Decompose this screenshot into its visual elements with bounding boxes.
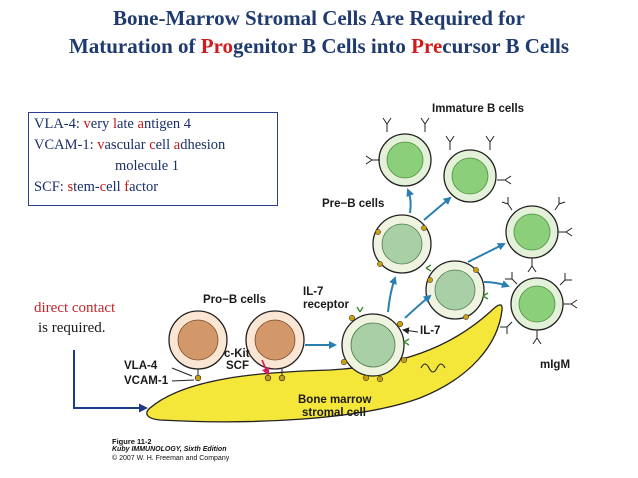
il7-leader bbox=[402, 327, 419, 335]
label-vcam1: VCAM-1 bbox=[124, 375, 169, 387]
caption-figure: Figure 11-2 bbox=[112, 437, 152, 446]
legend-letter: a bbox=[173, 137, 181, 153]
pro-b-cell-1 bbox=[168, 310, 228, 382]
legend-text: SCF: bbox=[34, 179, 68, 195]
migm-receptors bbox=[365, 117, 578, 345]
vla4-leader bbox=[171, 367, 193, 377]
label-vla4: VLA-4 bbox=[124, 360, 158, 372]
legend-letter: v bbox=[97, 137, 105, 153]
differentiation-arrows bbox=[304, 188, 510, 349]
legend-vcam1: VCAM-1: vascular cell adhesion bbox=[34, 137, 225, 154]
label-scf: SCF bbox=[226, 360, 249, 372]
legend-text: VLA-4: bbox=[34, 116, 84, 132]
contact-arrow bbox=[73, 350, 148, 413]
legend-text: actor bbox=[129, 179, 159, 195]
label-stromal-1: Bone marrow bbox=[298, 394, 372, 406]
pre-b-cell-stromal bbox=[340, 313, 408, 383]
legend-scf: SCF: stem-cell factor bbox=[34, 179, 158, 196]
title-line-2: Maturation of Progenitor B Cells into Pr… bbox=[0, 34, 638, 59]
legend-letter: c bbox=[99, 179, 107, 195]
legend-letter: f bbox=[124, 179, 130, 195]
title-highlight-pro: Pro bbox=[200, 34, 234, 58]
label-stromal-2: stromal cell bbox=[302, 407, 366, 419]
title-line-1: Bone-Marrow Stromal Cells Are Required f… bbox=[113, 6, 525, 30]
title-part: cursor B Cells bbox=[442, 34, 570, 58]
title-part: genitor B Cells into bbox=[233, 34, 412, 58]
legend-text: ntigen 4 bbox=[143, 116, 192, 132]
legend-text: ery bbox=[90, 116, 113, 132]
abbreviation-legend: VLA-4: very late antigen 4 VCAM-1: vascu… bbox=[28, 112, 278, 206]
label-immature-b-cells: Immature B cells bbox=[432, 103, 525, 115]
pro-b-cell-2 bbox=[245, 310, 305, 382]
pre-b-cell-right bbox=[425, 260, 485, 320]
scf-arrow bbox=[261, 359, 270, 376]
legend-text: ascular bbox=[104, 137, 150, 153]
label-migm: mIgM bbox=[540, 359, 571, 371]
legend-text: VCAM-1: bbox=[34, 137, 98, 153]
label-ckit: c-Kit bbox=[224, 348, 250, 360]
legend-text: ate bbox=[116, 116, 138, 132]
legend-text: ell bbox=[155, 137, 174, 153]
caption-copyright: © 2007 W. H. Freeman and Company bbox=[112, 455, 230, 462]
pre-b-cell-upper bbox=[372, 214, 432, 274]
note-is-required: is required. bbox=[38, 320, 106, 336]
label-il7-receptor-1: IL-7 bbox=[303, 286, 324, 298]
legend-vla4: VLA-4: very late antigen 4 bbox=[34, 116, 191, 133]
vcam1-leader bbox=[171, 379, 195, 382]
il7-receptor-markers bbox=[356, 264, 489, 346]
stromal-cell bbox=[146, 304, 503, 423]
title-part: Maturation of bbox=[68, 34, 201, 58]
il7-signal-line bbox=[420, 363, 446, 373]
legend-text: tem- bbox=[73, 179, 100, 195]
label-il7-receptor-2: receptor bbox=[303, 299, 350, 311]
legend-letter: s bbox=[67, 179, 74, 195]
title-highlight-pre: Pre bbox=[411, 34, 443, 58]
legend-vcam1-cont: molecule 1 bbox=[115, 158, 180, 174]
legend-text: ell bbox=[106, 179, 125, 195]
caption-book: Kuby IMMUNOLOGY, Sixth Edition bbox=[112, 446, 227, 453]
legend-text: dhesion bbox=[180, 137, 226, 153]
legend-letter: l bbox=[112, 116, 117, 132]
legend-letter: v bbox=[83, 116, 91, 132]
label-pre-b-cells: Pre−B cells bbox=[322, 198, 385, 210]
label-il7: IL-7 bbox=[420, 325, 441, 337]
legend-letter: a bbox=[137, 116, 144, 132]
note-direct-contact: direct contact bbox=[34, 300, 116, 316]
label-pro-b-cells: Pro−B cells bbox=[203, 294, 266, 306]
immature-b-cell-nuclei bbox=[386, 141, 556, 323]
legend-letter: c bbox=[149, 137, 156, 153]
